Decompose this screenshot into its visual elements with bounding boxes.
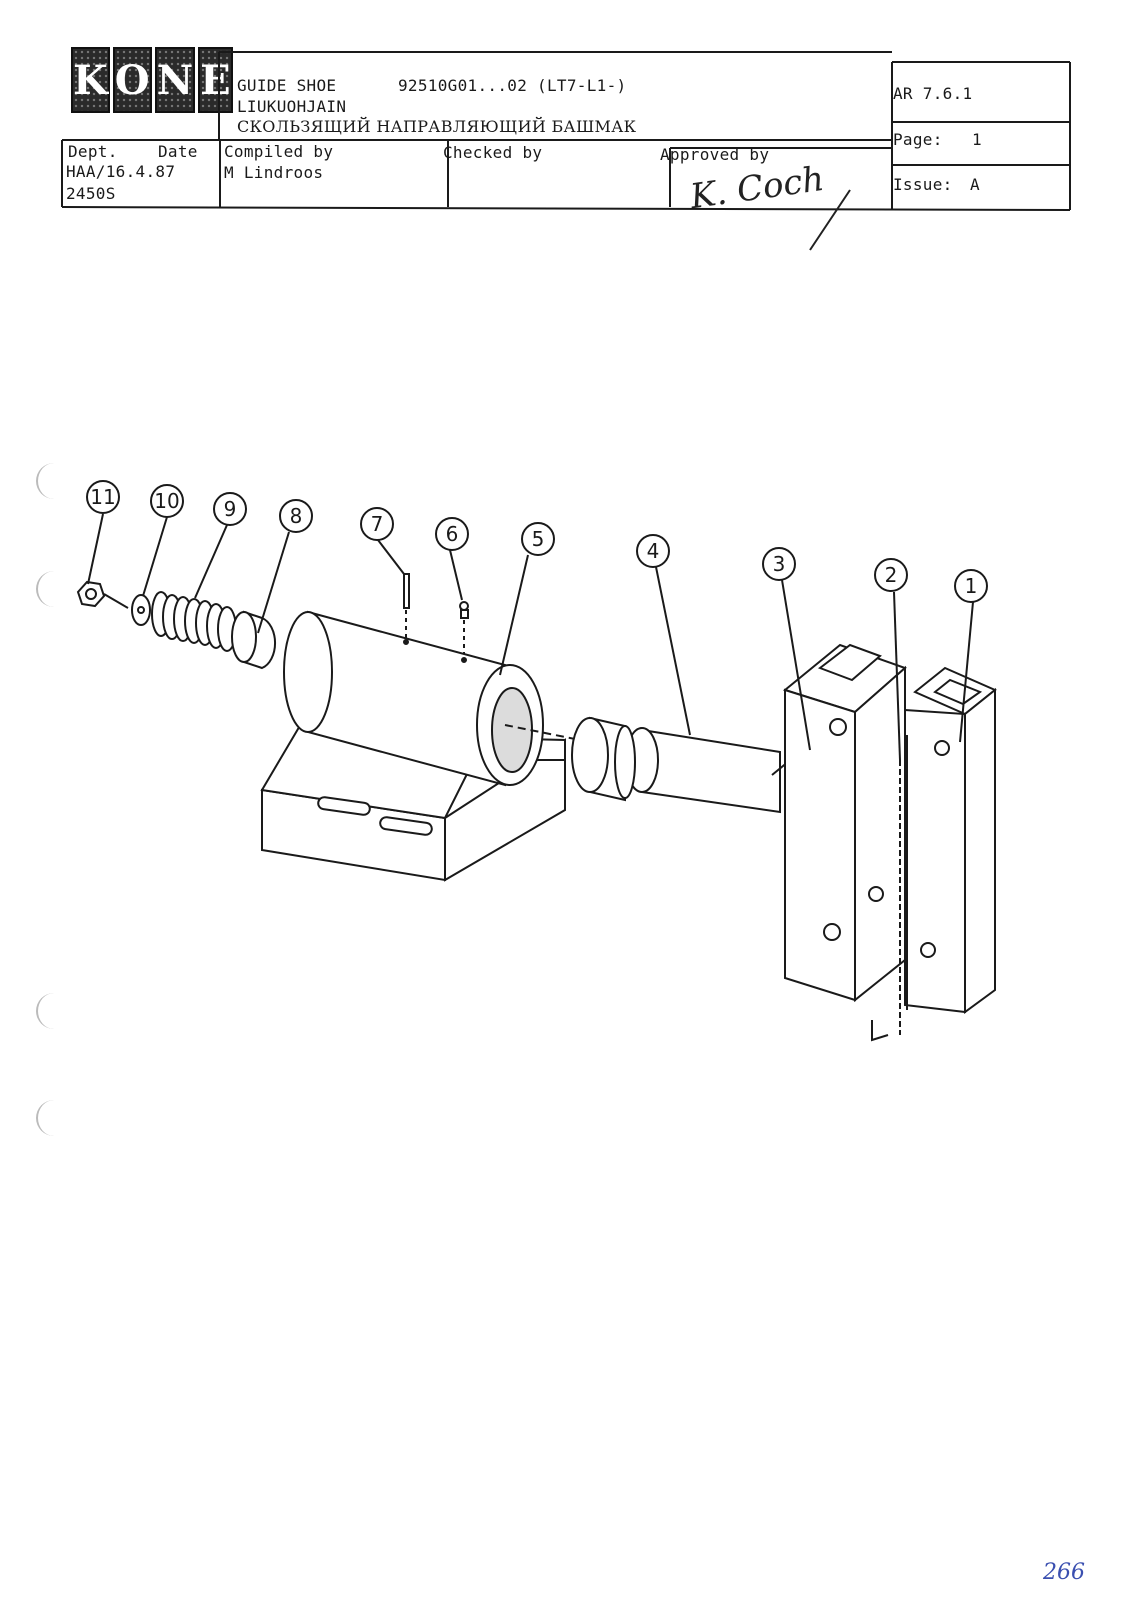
callout-leaders [87,513,974,761]
callout-label-4: 4 [647,539,660,563]
callout-balloons [86,480,988,603]
part-number: 92510G01...02 (LT7-L1-) [398,76,627,95]
punch-hole-mark [36,463,68,499]
issue-value: A [970,175,980,194]
kone-logo: K O N E [71,47,233,113]
date-label: Date [158,142,198,161]
callout-label-2: 2 [885,563,898,587]
callout-label-3: 3 [773,552,786,576]
title-finnish: LIUKUOHJAIN [237,97,347,116]
callout-label-9: 9 [224,497,237,521]
part-5-housing [260,610,566,882]
approved-by-label: Approved by [660,145,770,164]
part-9-spring-stack [151,591,237,652]
issue-label: Issue: [893,175,953,194]
part-2-liner [871,735,908,1042]
logo-letter-o: O [112,47,152,113]
compiled-by-label: Compiled by [224,142,334,161]
dept-label: Dept. [68,142,118,161]
punch-hole-mark [36,1100,68,1136]
compiled-by-value: M Lindroos [224,163,324,182]
signature-stroke [809,189,851,251]
callout-label-11: 11 [90,485,115,509]
logo-letter-e: E [198,47,233,113]
punch-hole-mark [36,993,68,1029]
dept-date-value: HAA/16.4.87 [66,162,176,181]
callout-label-1: 1 [965,574,978,598]
handwritten-page-number: 266 [1043,1560,1085,1585]
part-10-washer [103,593,151,626]
part-1-mounting-bracket [782,643,997,1014]
dept-code: 2450S [66,184,116,203]
callout-label-5: 5 [532,527,545,551]
logo-letter-k: K [71,47,110,113]
title-russian: СКОЛЬЗЯЩИЙ НАПРАВЛЯЮЩИЙ БАШМАК [237,117,637,136]
part-6-grease-nipple [459,601,469,658]
part-4-shaft [571,716,781,814]
logo-letter-n: N [154,47,196,113]
guide-shoe-exploded-view [76,573,997,1042]
callout-label-8: 8 [290,504,303,528]
checked-by-label: Checked by [443,143,543,162]
title-block-frame [61,51,1071,211]
callout-label-10: 10 [154,489,179,513]
page-label: Page: [893,130,943,149]
document-reference: AR 7.6.1 [893,84,973,103]
callout-label-7: 7 [371,512,384,536]
punch-hole-mark [36,571,68,607]
page-value: 1 [972,130,982,149]
callout-label-6: 6 [446,522,459,546]
part-11-nut [76,580,106,608]
part-8-end-cap [231,610,277,670]
title-english: GUIDE SHOE [237,76,337,95]
part-7-pin [403,573,410,640]
